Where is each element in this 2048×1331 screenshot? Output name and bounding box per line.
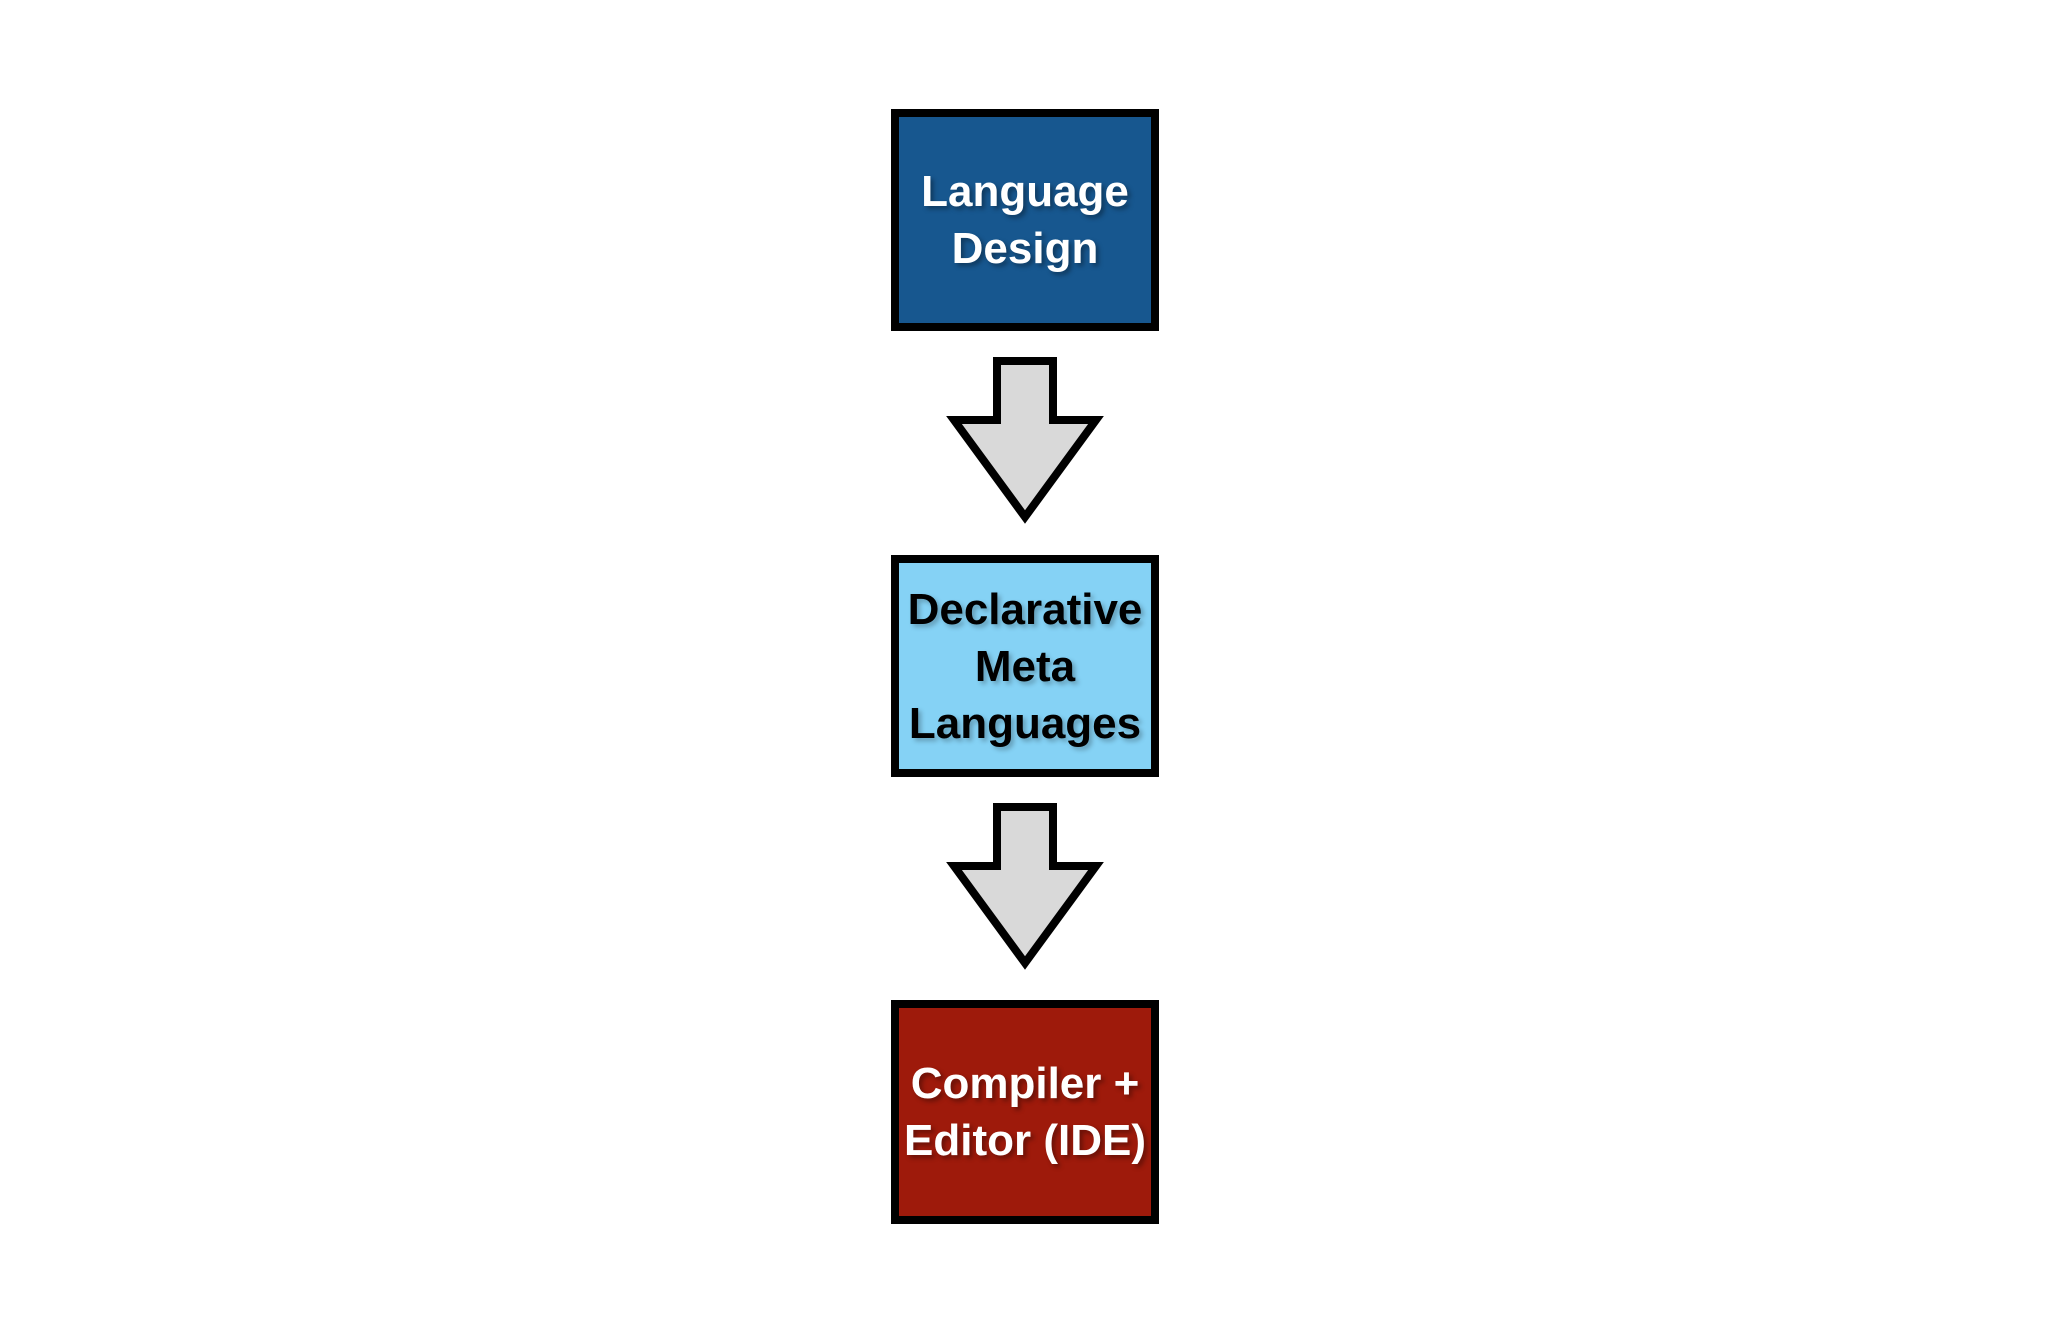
node-label-line: Design <box>951 224 1099 273</box>
down-arrow-icon <box>946 803 1104 970</box>
down-arrow-shape <box>946 357 1104 524</box>
node-label-line: Compiler + <box>910 1059 1140 1108</box>
node-label-line: Editor (IDE) <box>904 1116 1146 1165</box>
node-label-line: Language <box>921 167 1129 216</box>
down-arrow-shape <box>946 803 1104 970</box>
node-compiler-editor-ide: Compiler + Editor (IDE) <box>891 1000 1159 1224</box>
node-label-line: Languages <box>908 698 1142 748</box>
node-declarative-meta-languages: Declarative Meta Languages <box>891 555 1159 777</box>
node-label-line: Declarative <box>907 584 1143 634</box>
node-label-line: Meta <box>974 641 1076 691</box>
down-arrow-icon <box>946 357 1104 524</box>
node-language-design: Language Design <box>891 109 1159 331</box>
